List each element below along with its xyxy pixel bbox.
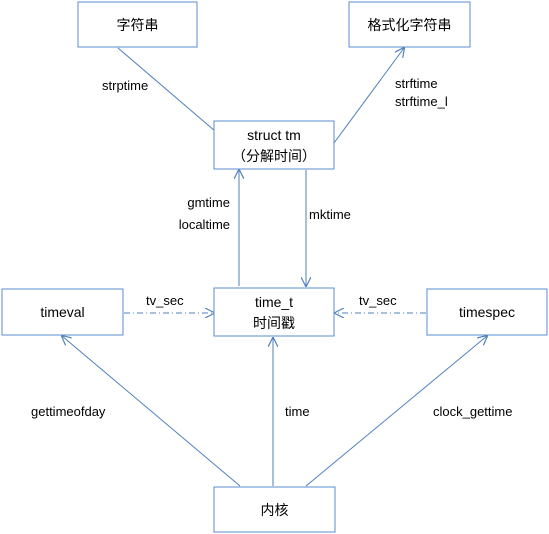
node-kernel: 内核 — [213, 486, 336, 533]
label-strptime: strptime — [102, 78, 148, 93]
node-timeval: timeval — [1, 288, 124, 336]
label-gettimeofday: gettimeofday — [31, 404, 106, 419]
node-time-t: time_t 时间戳 — [213, 287, 335, 337]
node-timespec: timespec — [426, 288, 548, 336]
node-kernel-label: 内核 — [261, 502, 289, 518]
node-formatted-string-label: 格式化字符串 — [368, 17, 452, 33]
node-timeval-label: timeval — [40, 304, 84, 320]
edge-strftime — [333, 48, 404, 144]
node-string: 字符串 — [77, 1, 198, 48]
node-timespec-label: timespec — [459, 304, 515, 320]
label-clock-gettime: clock_gettime — [433, 404, 512, 419]
node-struct-tm-label-1: struct tm — [247, 127, 301, 143]
node-struct-tm-label-2: （分解时间） — [232, 148, 316, 164]
node-struct-tm: struct tm （分解时间） — [213, 120, 335, 170]
edge-strptime — [117, 47, 229, 143]
node-time-t-label-2: 时间戳 — [253, 315, 295, 331]
label-tv-sec-right: tv_sec — [359, 293, 397, 308]
label-localtime: localtime — [179, 217, 230, 232]
edge-labels: strptime strftime strftime_l gmtime loca… — [31, 76, 512, 419]
node-string-label: 字符串 — [117, 17, 159, 33]
label-strftime: strftime — [395, 76, 438, 91]
label-time: time — [285, 404, 310, 419]
node-time-t-label-1: time_t — [255, 294, 293, 310]
node-formatted-string: 格式化字符串 — [348, 1, 471, 48]
label-strftime-l: strftime_l — [395, 94, 448, 109]
connectors — [62, 47, 487, 487]
label-mktime: mktime — [309, 207, 351, 222]
label-gmtime: gmtime — [187, 195, 230, 210]
label-tv-sec-left: tv_sec — [146, 293, 184, 308]
edge-gettimeofday — [62, 336, 241, 487]
edge-clock-gettime — [305, 336, 487, 487]
